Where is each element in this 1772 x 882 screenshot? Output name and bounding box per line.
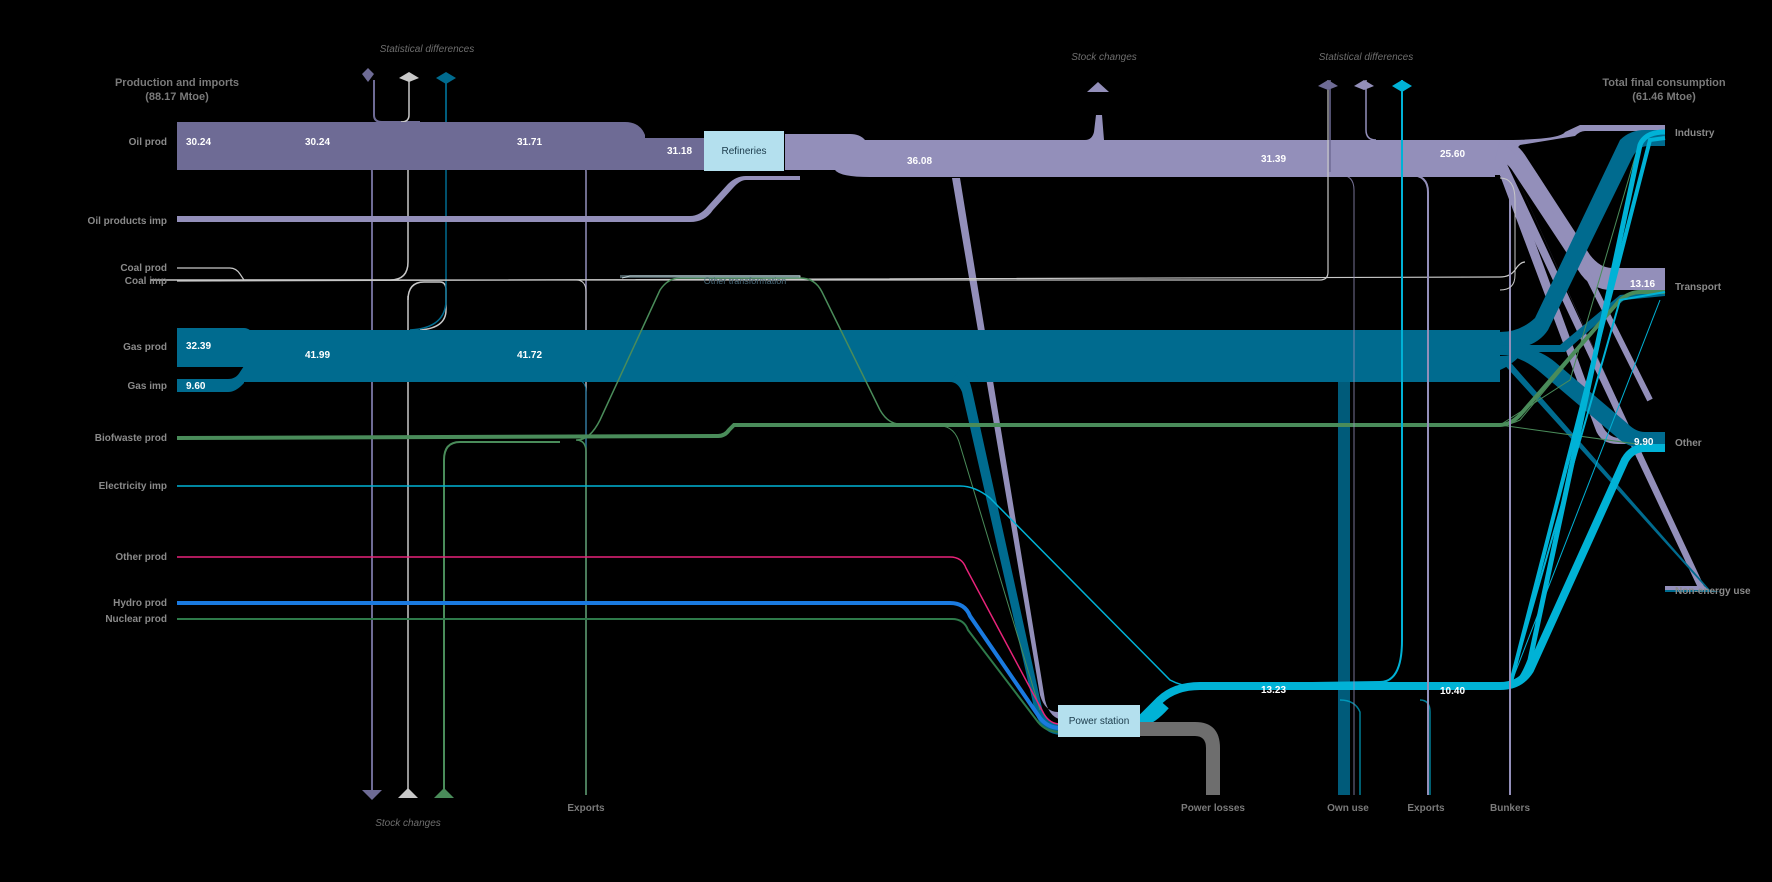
value-gas-prod: 32.39 xyxy=(186,341,211,352)
stock-change-coal-arrow xyxy=(398,788,418,798)
biowaste-flows xyxy=(176,139,1666,711)
other-transformation-node: Other transformation xyxy=(620,275,800,286)
sink-labels: Industry Transport Other Non-energy use xyxy=(1675,128,1751,597)
source-other-prod: Other prod xyxy=(115,552,167,563)
value-oil-prod: 30.24 xyxy=(186,137,211,148)
value-oil-2: 31.71 xyxy=(517,137,542,148)
production-header: Production and imports xyxy=(115,77,239,89)
bottom-own-use: Own use xyxy=(1327,803,1369,814)
stat-diff-left-label: Statistical differences xyxy=(380,44,475,55)
value-oil-products: 36.08 xyxy=(907,156,932,167)
stat-diff-right-elec-marker xyxy=(1392,80,1412,92)
stat-diff-right-oil-marker xyxy=(1318,80,1338,90)
power-station-node: Power station xyxy=(1058,705,1140,737)
value-gas-1: 41.99 xyxy=(305,350,330,361)
stock-changes-top-label: Stock changes xyxy=(1071,52,1137,63)
source-gas-prod: Gas prod xyxy=(123,342,167,353)
source-electricity-imp: Electricity imp xyxy=(99,481,167,492)
power-losses-flow xyxy=(1140,722,1220,795)
sink-non-energy-use: Non-energy use xyxy=(1675,586,1751,597)
bottom-power-losses: Power losses xyxy=(1181,803,1245,814)
stat-diff-right-label: Statistical differences xyxy=(1319,52,1414,63)
bottom-markers xyxy=(362,788,454,800)
coal-flows xyxy=(176,80,1526,282)
consumption-header: Total final consumption xyxy=(1602,77,1726,89)
sink-industry: Industry xyxy=(1675,128,1715,139)
other-prod-flows xyxy=(177,556,1061,733)
source-oil-prod: Oil prod xyxy=(129,137,167,148)
source-biowaste-prod: Biofwaste prod xyxy=(95,433,167,444)
value-gas-imp: 9.60 xyxy=(186,381,206,392)
oil-flows xyxy=(177,115,1715,720)
value-oil-products-2: 31.39 xyxy=(1261,154,1286,165)
production-total: (88.17 Mtoe) xyxy=(145,91,209,103)
stat-diff-gas-marker xyxy=(436,72,456,84)
source-oil-products-imp: Oil products imp xyxy=(88,216,167,227)
value-elec-1: 13.23 xyxy=(1261,685,1286,696)
source-nuclear-prod: Nuclear prod xyxy=(105,614,167,625)
source-coal-prod: Coal prod xyxy=(120,263,167,274)
right-vertical-flows xyxy=(1329,80,1516,795)
stock-changes-up-arrow xyxy=(1087,82,1109,92)
source-labels: Oil prod Oil products imp Coal prod Coal… xyxy=(88,137,167,625)
sink-other: Other xyxy=(1675,438,1702,449)
stat-diff-oil-marker xyxy=(362,68,374,82)
bottom-exports-right: Exports xyxy=(1407,803,1445,814)
bottom-labels: Stock changes Exports Power losses Own u… xyxy=(375,803,1530,829)
svg-text:Refineries: Refineries xyxy=(721,146,766,157)
consumption-total: (61.46 Mtoe) xyxy=(1632,91,1696,103)
stock-change-bio-arrow xyxy=(434,788,454,798)
source-gas-imp: Gas imp xyxy=(128,381,167,392)
svg-text:Power station: Power station xyxy=(1069,716,1130,727)
gas-flows xyxy=(177,130,1720,795)
source-coal-imp: Coal imp xyxy=(125,276,167,287)
value-oil-refinery-in: 31.18 xyxy=(667,146,692,157)
sink-transport: Transport xyxy=(1675,282,1722,293)
bottom-stock-changes: Stock changes xyxy=(375,818,441,829)
value-oil-1: 30.24 xyxy=(305,137,330,148)
refineries-node: Refineries xyxy=(704,131,784,171)
top-markers xyxy=(362,68,1412,92)
value-elec-2: 10.40 xyxy=(1440,686,1465,697)
header-labels: Production and imports (88.17 Mtoe) Tota… xyxy=(115,44,1726,103)
stat-diff-right-products-marker xyxy=(1354,80,1374,90)
svg-text:Other transformation: Other transformation xyxy=(704,276,787,286)
value-labels: 30.24 30.24 31.71 31.18 36.08 31.39 25.6… xyxy=(186,137,1655,697)
value-oil-products-3: 25.60 xyxy=(1440,149,1465,160)
value-other: 9.90 xyxy=(1634,437,1654,448)
source-hydro-prod: Hydro prod xyxy=(113,598,167,609)
bottom-exports-left: Exports xyxy=(567,803,605,814)
value-gas-2: 41.72 xyxy=(517,350,542,361)
stat-diff-coal-marker xyxy=(399,72,419,82)
stock-change-oil-arrow xyxy=(362,790,382,800)
bottom-bunkers: Bunkers xyxy=(1490,803,1530,814)
electricity-flows xyxy=(177,80,1666,795)
value-transport: 13.16 xyxy=(1630,279,1655,290)
